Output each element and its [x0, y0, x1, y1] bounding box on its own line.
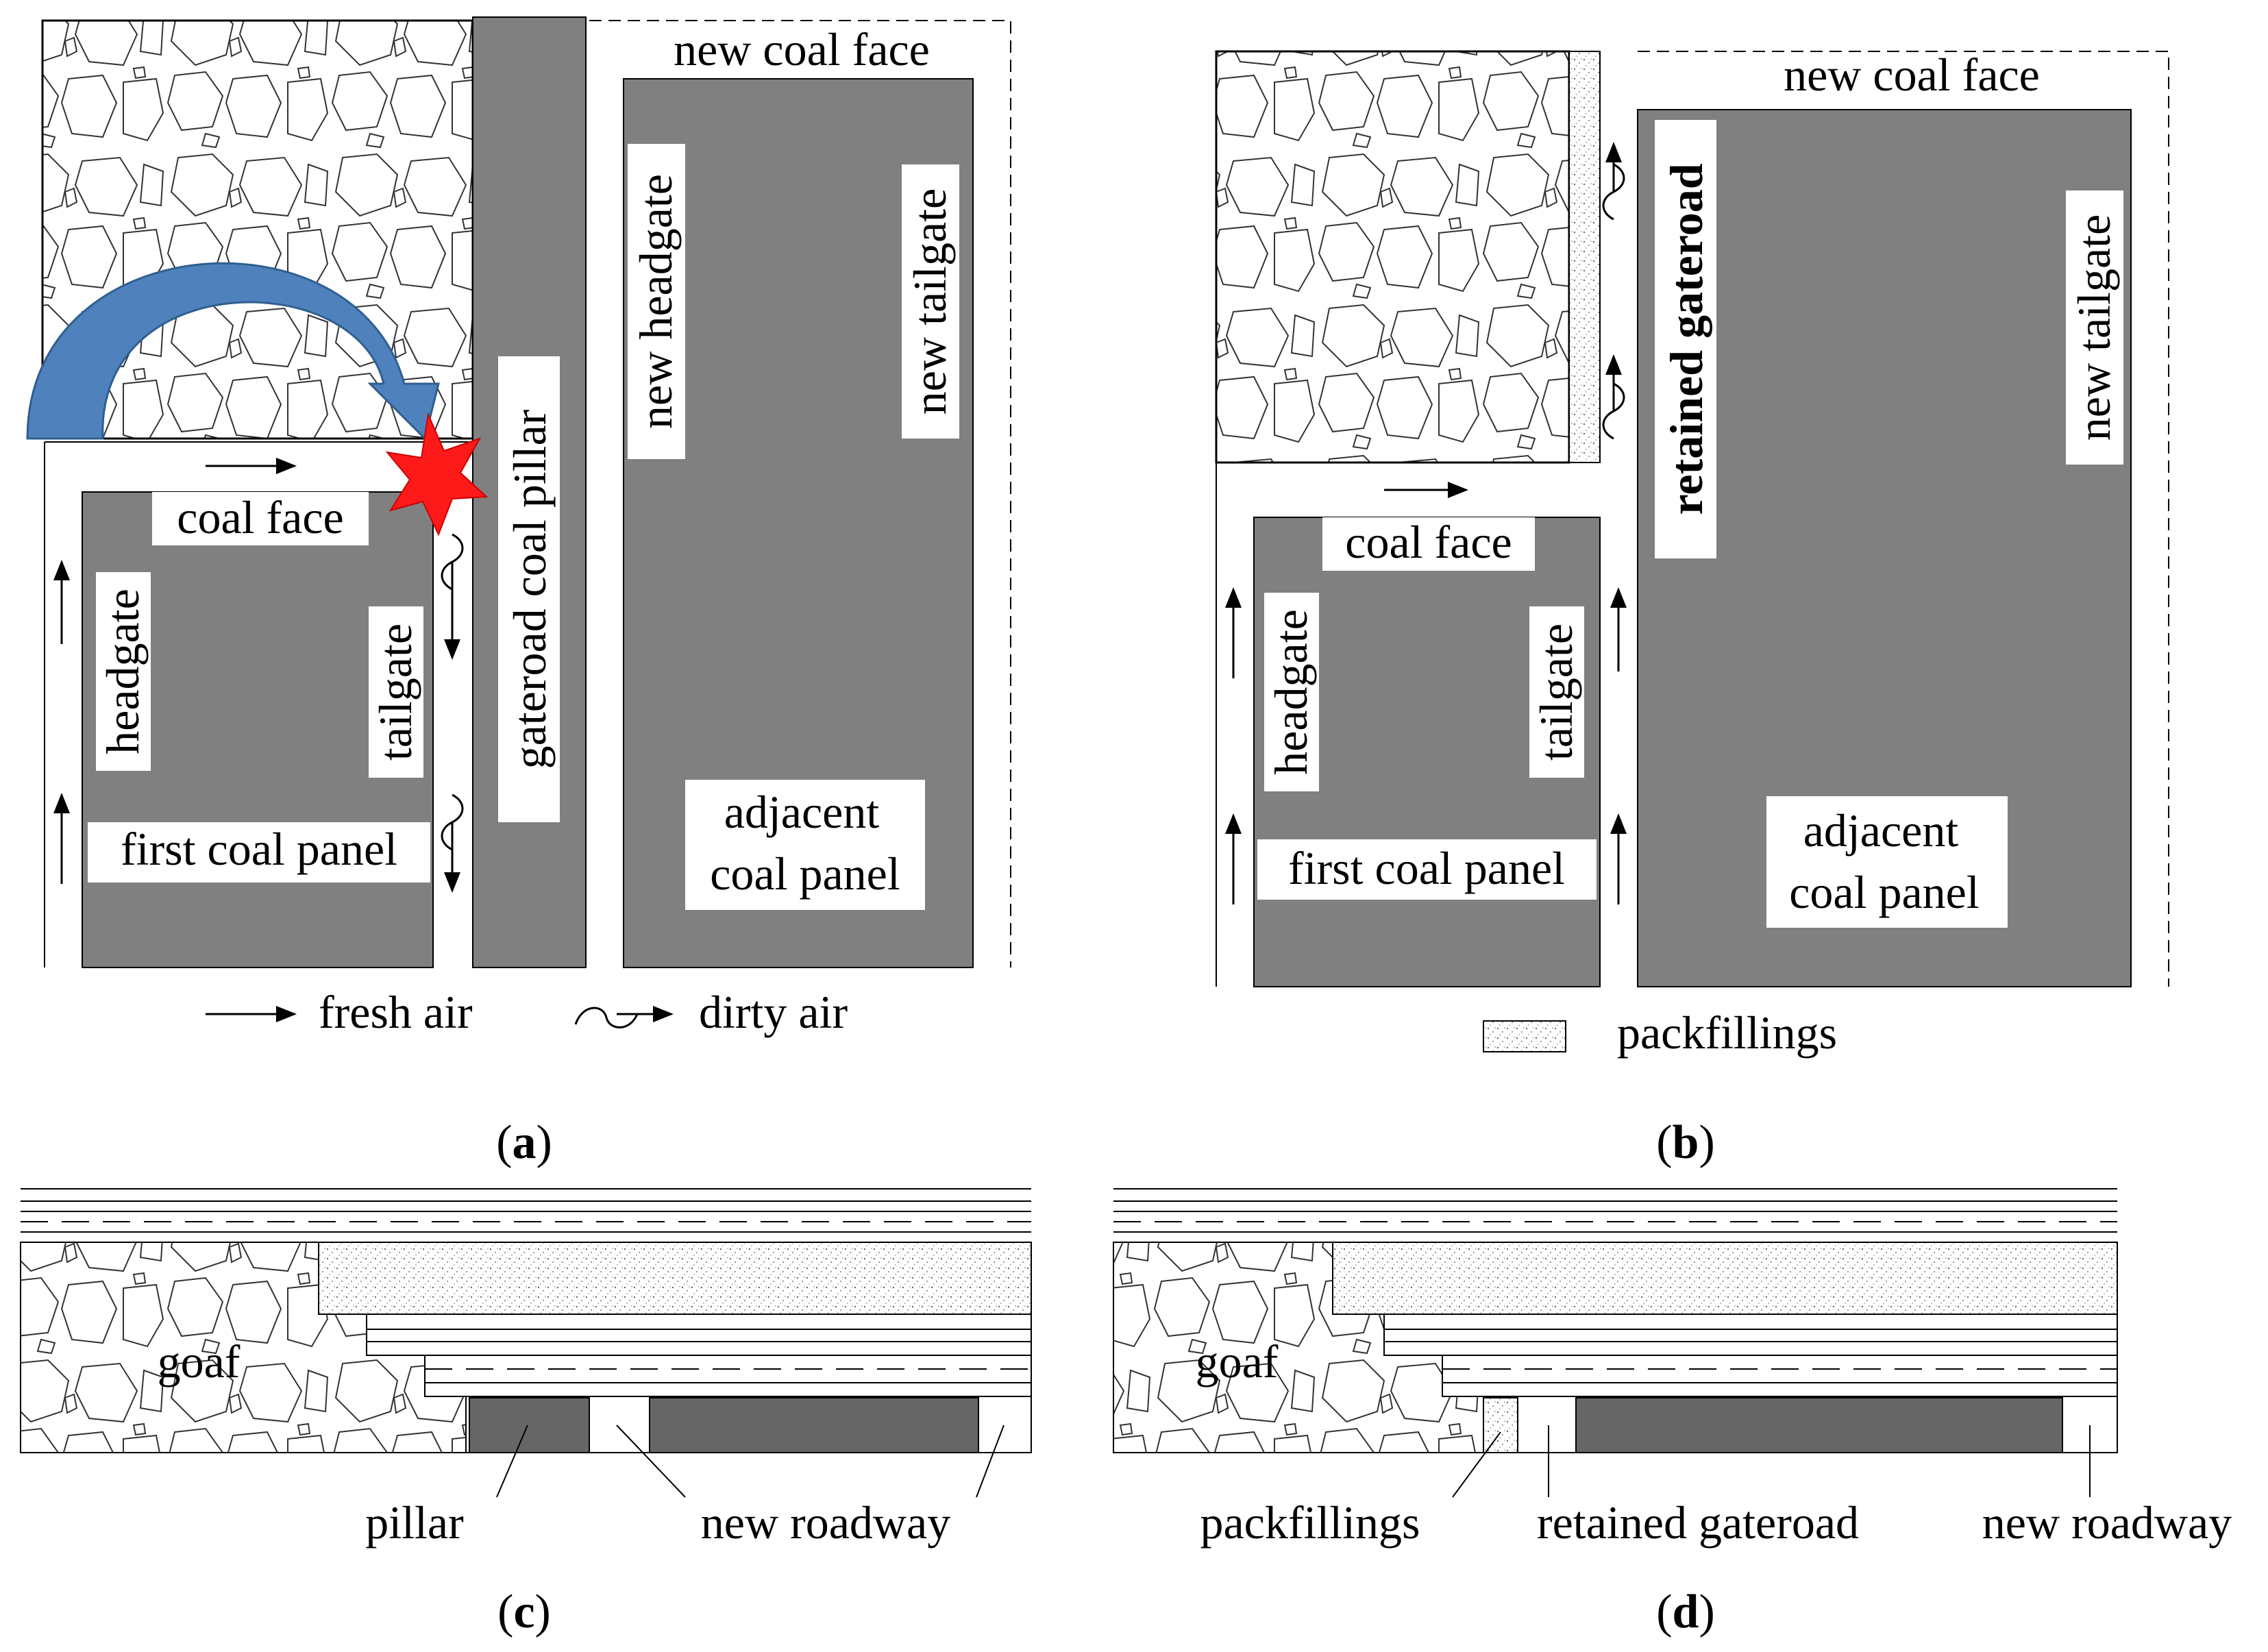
stepped-strata — [1383, 1314, 2118, 1397]
panel-b: new coal face coal face first coal panel… — [1215, 49, 2169, 1169]
tailgate-label: tailgate — [369, 624, 421, 761]
caption-d: (d) — [1656, 1586, 1715, 1638]
coal-face-label: coal face — [177, 491, 343, 543]
packfillings-block — [1483, 1397, 1518, 1453]
new-roadway-leader — [616, 1425, 686, 1498]
new-roadway-leader — [976, 1425, 1004, 1498]
legend-fresh-air: fresh air — [206, 986, 473, 1038]
coal-face-label: coal face — [1345, 516, 1512, 568]
new-coal-face-label: new coal face — [1784, 49, 2040, 101]
dirty-air-symbol — [441, 533, 464, 660]
panel-a: new coal face coal face first coal panel… — [26, 16, 1011, 1169]
dirty-air-symbol — [1602, 354, 1625, 440]
headgate-label: headgate — [1265, 609, 1317, 775]
first-coal-panel-label: first coal panel — [1288, 842, 1565, 894]
panel-c: goaf pillar new roadway (c) — [20, 1188, 1032, 1638]
retained-gateroad-label: retained gateroad — [1660, 163, 1712, 515]
dirty-air-symbol — [1602, 142, 1625, 221]
caption-c: (c) — [497, 1586, 551, 1638]
pillar-block — [469, 1397, 590, 1453]
adjacent-coal-panel-label-line1: adjacent — [724, 786, 880, 838]
adjacent-coal-block — [1575, 1397, 2063, 1453]
caption-b: (b) — [1656, 1116, 1715, 1169]
roof-strata — [21, 1188, 1031, 1243]
headgate-label: headgate — [97, 589, 149, 754]
adjacent-coal-panel-label-line2: coal panel — [710, 848, 900, 900]
adjacent-coal-panel-label-line1: adjacent — [1803, 804, 1959, 856]
new-panel-dashed-border — [1638, 51, 2169, 987]
legend-packfillings: packfillings — [1483, 1007, 1837, 1059]
adjacent-coal-panel-label-line2: coal panel — [1789, 866, 1980, 918]
red-star-icon — [385, 412, 489, 537]
new-roadway-label: new roadway — [1982, 1496, 2232, 1549]
adjacent-coal-block — [649, 1397, 979, 1453]
fresh-air-legend-label: fresh air — [319, 986, 473, 1038]
retained-gateroad-label: retained gateroad — [1537, 1496, 1859, 1549]
stepped-strata — [366, 1314, 1032, 1397]
legend-dirty-air: dirty air — [574, 986, 848, 1038]
goaf-label: goaf — [158, 1335, 241, 1388]
dirty-air-symbol — [441, 793, 464, 893]
gateroad-coal-pillar-label: gateroad coal pillar — [504, 409, 556, 769]
pillar-leader — [496, 1425, 528, 1498]
blue-curved-arrow — [26, 262, 440, 441]
new-tailgate-label: new tailgate — [904, 188, 956, 415]
sandstone-layer — [318, 1242, 1032, 1315]
dirty-air-legend-label: dirty air — [699, 986, 848, 1038]
goaf-label: goaf — [1196, 1335, 1279, 1388]
new-headgate-label: new headgate — [630, 174, 682, 429]
tailgate-label: tailgate — [1530, 624, 1582, 761]
new-panel-dashed-border — [589, 20, 1011, 967]
packfillings-strip — [1568, 51, 1601, 463]
new-tailgate-label: new tailgate — [2068, 214, 2120, 441]
roof-strata — [1113, 1188, 2117, 1243]
packfillings-legend-label: packfillings — [1617, 1007, 1837, 1059]
sandstone-layer — [1332, 1242, 2118, 1315]
packfillings-label: packfillings — [1200, 1496, 1420, 1549]
packfillings-leader — [1452, 1431, 1501, 1498]
pillar-label: pillar — [365, 1496, 464, 1549]
new-roadway-label: new roadway — [701, 1496, 950, 1549]
first-coal-panel-label: first coal panel — [121, 823, 397, 875]
goaf-area — [1215, 50, 1570, 464]
panel-d: goaf packfillings retained gateroad new … — [1113, 1188, 2232, 1638]
new-coal-face-label: new coal face — [674, 23, 930, 75]
caption-a: (a) — [496, 1116, 552, 1169]
